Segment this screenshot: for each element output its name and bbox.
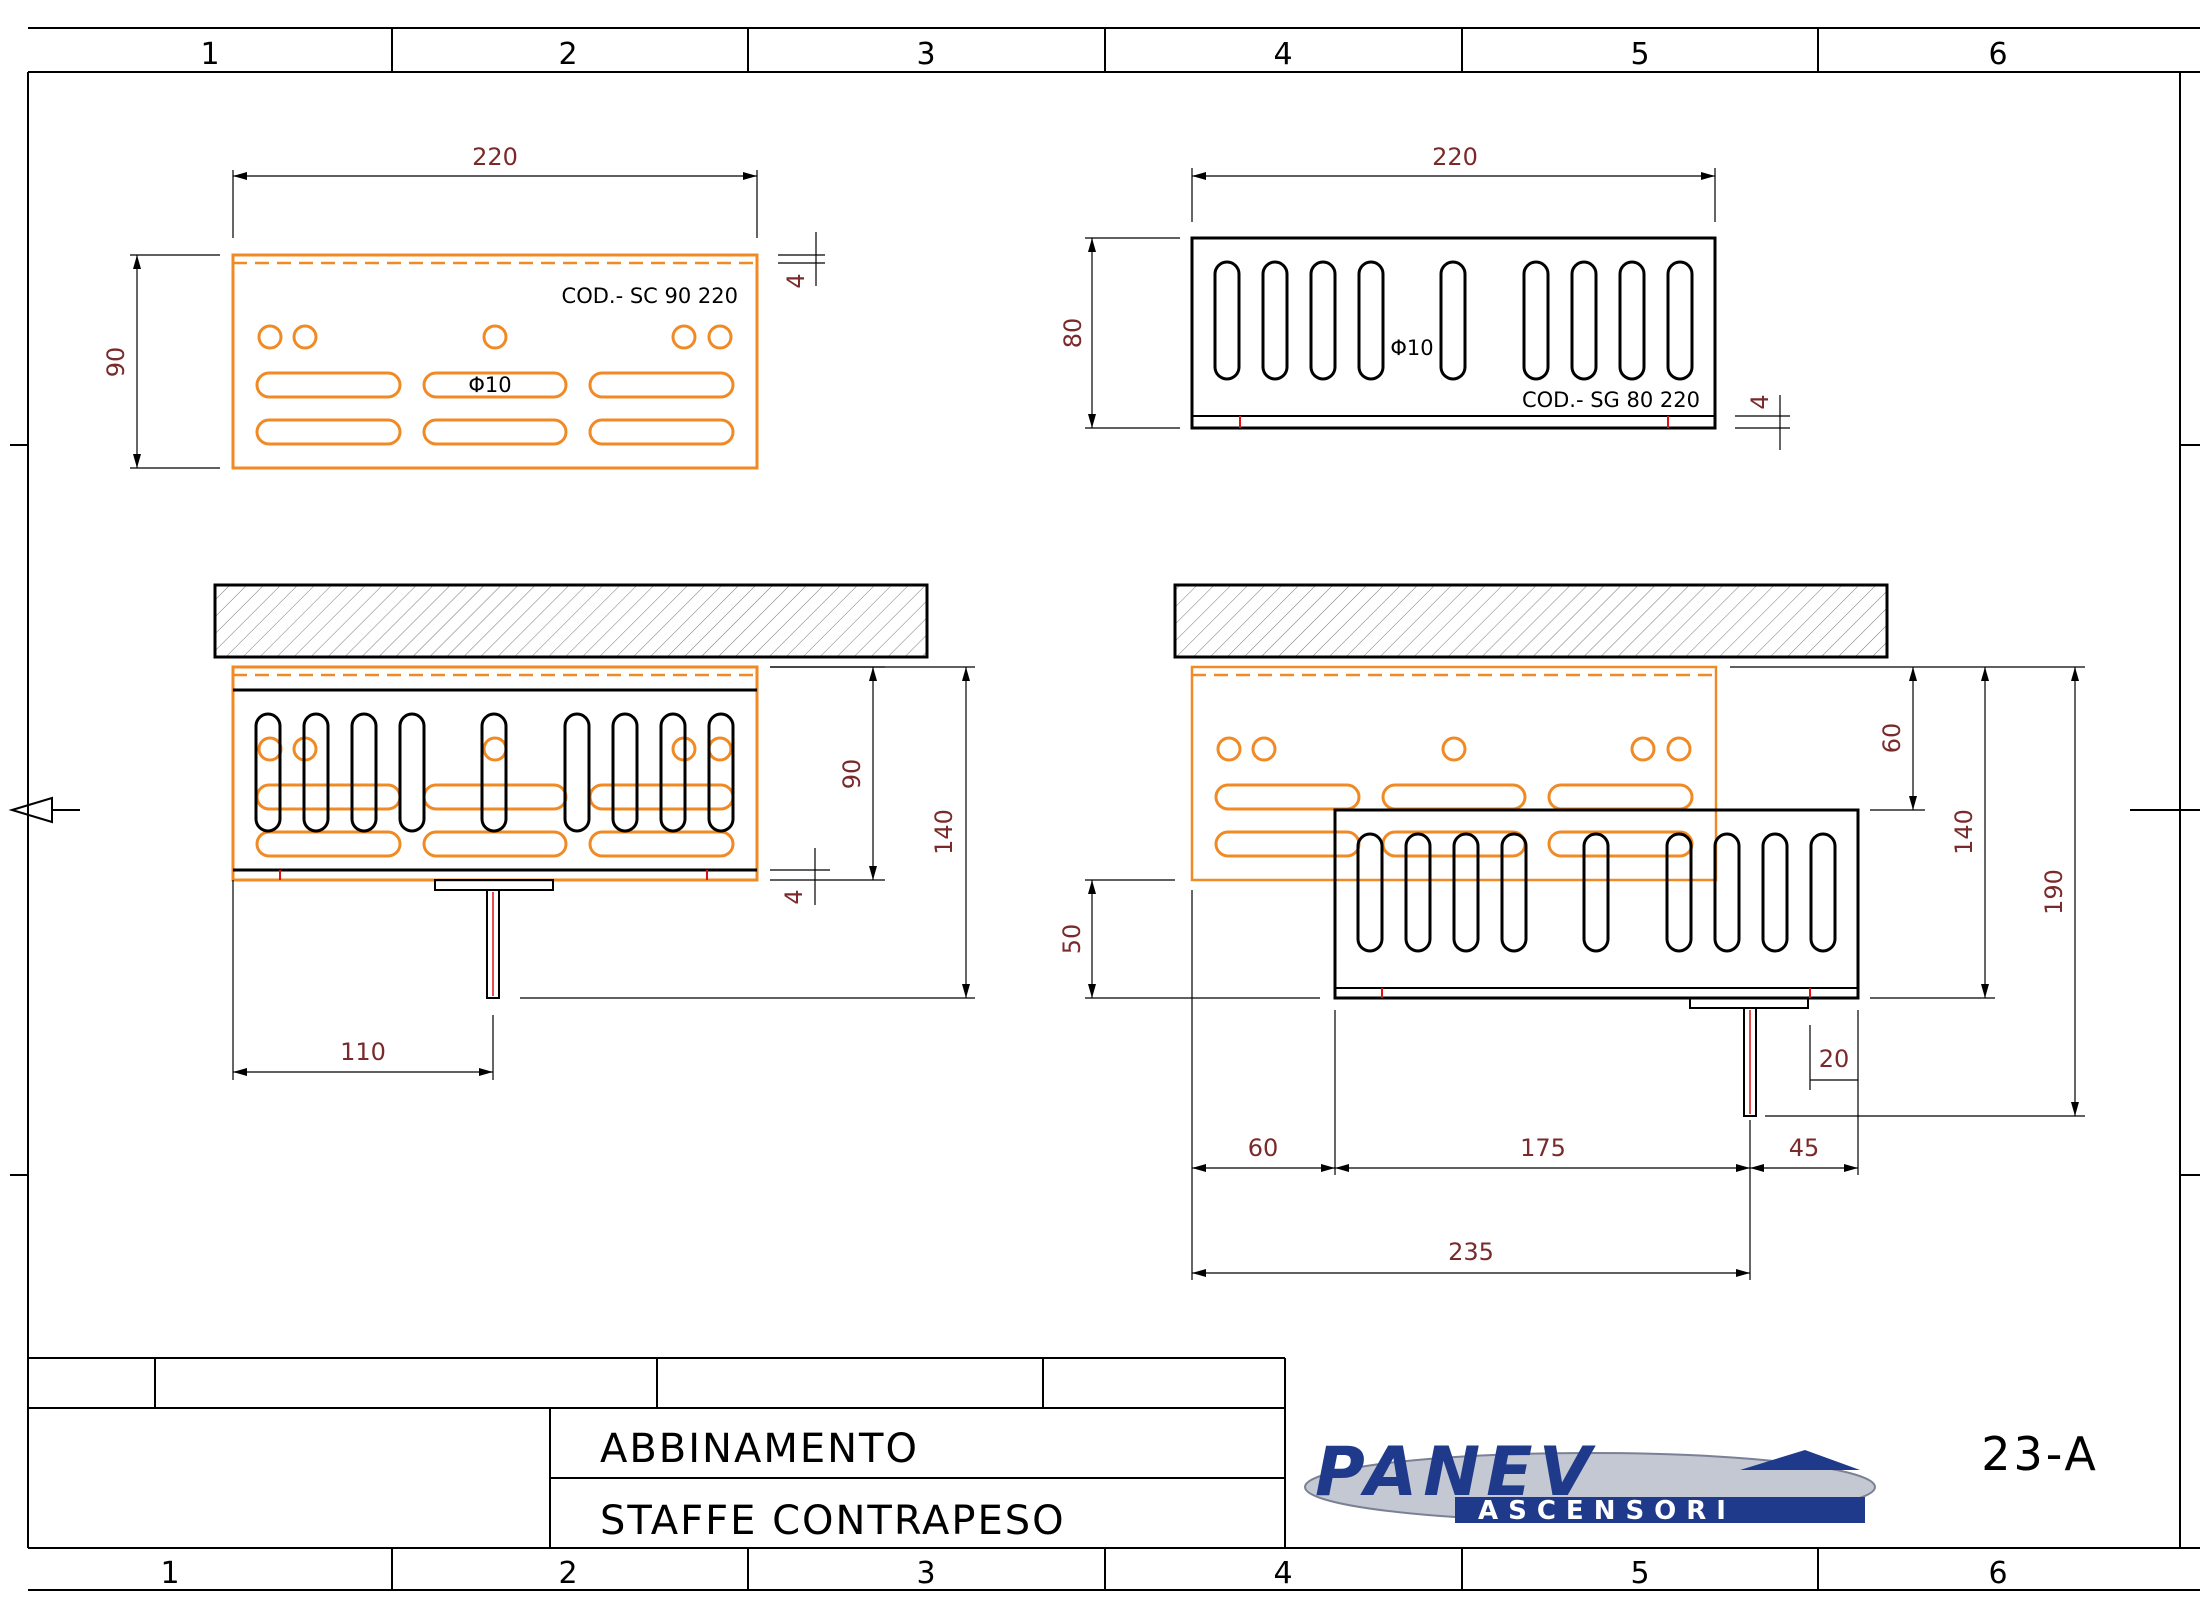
drawing-title-line1: ABBINAMENTO xyxy=(600,1426,919,1472)
view-assembly-left: 90 4 140 110 xyxy=(213,583,975,1080)
dimension-width: 220 xyxy=(1432,143,1478,171)
dimension-45: 45 xyxy=(1789,1134,1820,1162)
dimension-140: 140 xyxy=(1950,809,1978,855)
zone-label: 2 xyxy=(558,1556,577,1591)
dimension-thickness: 4 xyxy=(780,889,808,904)
part-code: COD.- SC 90 220 xyxy=(562,284,738,308)
zone-label: 6 xyxy=(1988,1556,2007,1591)
zone-labels-top: 1 2 3 4 5 6 xyxy=(200,37,2007,72)
logo-sub-text: ASCENSORI xyxy=(1478,1496,1736,1526)
company-logo: PANEV ASCENSORI xyxy=(1304,1433,1876,1526)
dimension-60-vertical: 60 xyxy=(1878,723,1906,754)
hole-label: Φ10 xyxy=(468,373,511,397)
zone-label: 3 xyxy=(916,37,935,72)
sheet-frame xyxy=(8,27,2200,1591)
dimension-175: 175 xyxy=(1520,1134,1566,1162)
dimension-height: 90 xyxy=(102,347,130,378)
dimension-60-horizontal: 60 xyxy=(1248,1134,1279,1162)
zone-labels-bottom: 1 2 3 4 5 6 xyxy=(160,1556,2007,1591)
zone-label: 5 xyxy=(1630,1556,1649,1591)
zone-label: 5 xyxy=(1630,37,1649,72)
dimension-height: 80 xyxy=(1059,318,1087,349)
drawing-number: 23-A xyxy=(1981,1427,2099,1481)
dimension-235: 235 xyxy=(1448,1238,1494,1266)
zone-label: 2 xyxy=(558,37,577,72)
zone-label: 6 xyxy=(1988,37,2007,72)
zone-label: 1 xyxy=(160,1556,179,1591)
view-bracket-sc: COD.- SC 90 220 Φ10 220 90 4 xyxy=(102,143,825,470)
dimension-thickness: 4 xyxy=(1746,394,1774,409)
dimension-20: 20 xyxy=(1819,1045,1850,1073)
view-assembly-right: 60 140 190 50 20 60 xyxy=(1058,583,2085,1280)
view-bracket-sg: Φ10 COD.- SG 80 220 220 80 4 xyxy=(1059,143,1790,450)
dimension-50: 50 xyxy=(1058,924,1086,955)
dimension-total-height: 140 xyxy=(930,809,958,855)
hole-label: Φ10 xyxy=(1390,336,1433,360)
dimension-190: 190 xyxy=(2040,869,2068,915)
dimension-height: 90 xyxy=(838,759,866,790)
drawing-title-line2: STAFFE CONTRAPESO xyxy=(600,1498,1066,1544)
zone-label: 4 xyxy=(1273,37,1292,72)
dimension-thickness: 4 xyxy=(782,273,810,288)
dimension-width: 220 xyxy=(472,143,518,171)
zone-label: 3 xyxy=(916,1556,935,1591)
zone-label: 1 xyxy=(200,37,219,72)
title-block: ABBINAMENTO STAFFE CONTRAPESO 23-A xyxy=(28,1357,2099,1548)
dimension-offset: 110 xyxy=(340,1038,386,1066)
part-code: COD.- SG 80 220 xyxy=(1522,388,1700,412)
zone-label: 4 xyxy=(1273,1556,1292,1591)
